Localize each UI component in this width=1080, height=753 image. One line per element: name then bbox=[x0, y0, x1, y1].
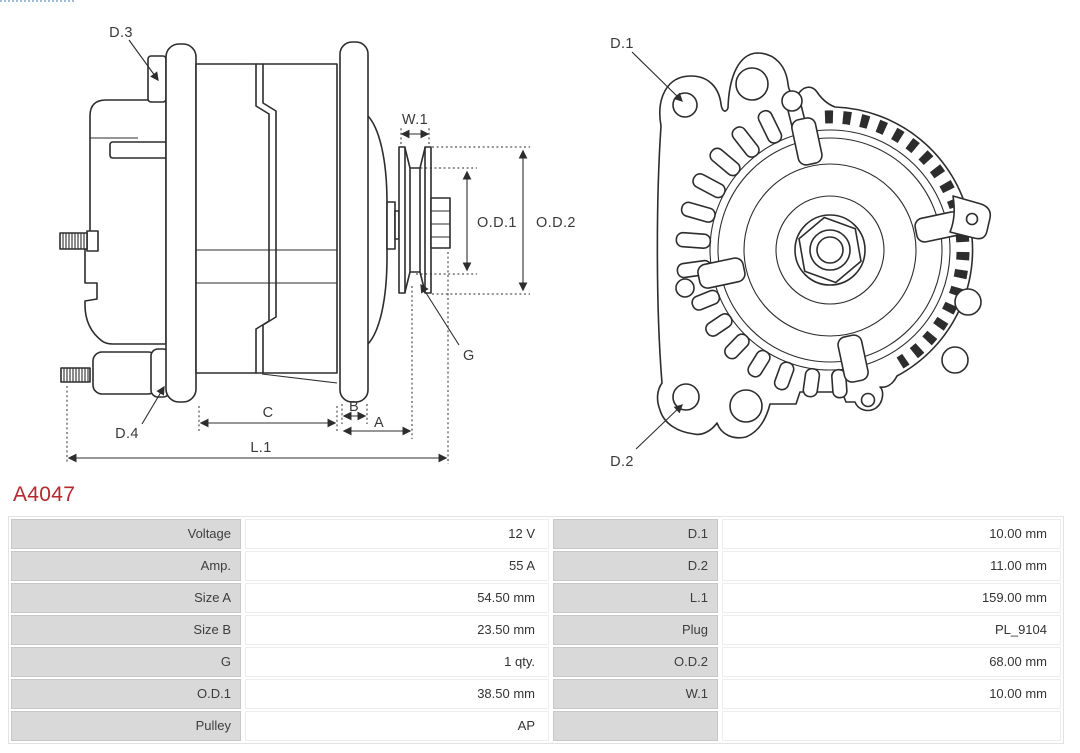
label-c: C bbox=[263, 405, 274, 421]
spec-label: D.1 bbox=[553, 519, 718, 549]
spec-label: Plug bbox=[553, 615, 718, 645]
spec-label: G bbox=[11, 647, 241, 677]
leader-d2 bbox=[635, 404, 683, 450]
spec-value: 55 A bbox=[245, 551, 549, 581]
spec-value: 159.00 mm bbox=[722, 583, 1061, 613]
pulley bbox=[398, 146, 432, 294]
label-w1: W.1 bbox=[402, 112, 428, 128]
spec-value: 54.50 mm bbox=[245, 583, 549, 613]
mounting-holes bbox=[672, 67, 876, 423]
spec-value: 1 qty. bbox=[245, 647, 549, 677]
spec-label: Pulley bbox=[11, 711, 241, 741]
label-g: G bbox=[463, 348, 475, 364]
label-d4: D.4 bbox=[115, 426, 139, 442]
spec-value bbox=[722, 711, 1061, 741]
part-number: A4047 bbox=[13, 483, 76, 506]
label-d1: D.1 bbox=[610, 36, 634, 52]
label-d3: D.3 bbox=[109, 25, 133, 41]
spec-value: 10.00 mm bbox=[722, 519, 1061, 549]
spec-label: Size B bbox=[11, 615, 241, 645]
rim-boss-upper bbox=[954, 288, 982, 316]
spec-label: L.1 bbox=[553, 583, 718, 613]
label-a: A bbox=[374, 415, 384, 431]
spec-label: Amp. bbox=[11, 551, 241, 581]
spec-value: 23.50 mm bbox=[245, 615, 549, 645]
top-edge-artifact bbox=[0, 0, 76, 2]
rear-bracket-flange bbox=[165, 43, 197, 403]
shaft-hex-nut bbox=[794, 214, 866, 286]
side-view-drawing: D.3 D.4 W.1 O.D.1 O.D.2 G C B A L.1 bbox=[59, 25, 576, 464]
rear-endcap bbox=[84, 99, 167, 345]
label-l1: L.1 bbox=[250, 440, 271, 456]
fan-spokes bbox=[697, 117, 963, 383]
label-d2: D.2 bbox=[610, 454, 634, 470]
spec-table: Voltage 12 V D.1 10.00 mm Amp. 55 A D.2 … bbox=[8, 516, 1064, 744]
spec-value: AP bbox=[245, 711, 549, 741]
terminal-stud-upper bbox=[86, 230, 99, 252]
rim-boss-lower bbox=[941, 346, 969, 374]
label-od2: O.D.2 bbox=[536, 215, 576, 231]
spec-label: Voltage bbox=[11, 519, 241, 549]
spec-value: 11.00 mm bbox=[722, 551, 1061, 581]
stator-body bbox=[195, 63, 338, 374]
front-view-drawing: D.1 D.2 bbox=[610, 36, 992, 470]
spec-value: 68.00 mm bbox=[722, 647, 1061, 677]
technical-drawing: D.3 D.4 W.1 O.D.1 O.D.2 G C B A L.1 bbox=[59, 25, 992, 470]
leader-g bbox=[420, 283, 460, 346]
label-b: B bbox=[349, 399, 359, 415]
spec-label: D.2 bbox=[553, 551, 718, 581]
front-bracket-nose bbox=[367, 115, 388, 345]
spec-label: Size A bbox=[11, 583, 241, 613]
front-bracket bbox=[339, 41, 369, 403]
spec-label: O.D.2 bbox=[553, 647, 718, 677]
spec-label: W.1 bbox=[553, 679, 718, 709]
label-od1: O.D.1 bbox=[477, 215, 517, 231]
spec-label bbox=[553, 711, 718, 741]
spec-value: 12 V bbox=[245, 519, 549, 549]
face-ring-outer bbox=[709, 129, 951, 371]
spec-value: 38.50 mm bbox=[245, 679, 549, 709]
leader-d1 bbox=[631, 51, 683, 102]
spec-value: PL_9104 bbox=[722, 615, 1061, 645]
spec-label: O.D.1 bbox=[11, 679, 241, 709]
shaft bbox=[386, 201, 396, 250]
vent-slots bbox=[675, 99, 848, 399]
shaft-nut bbox=[430, 197, 451, 249]
leader-d3 bbox=[128, 39, 159, 82]
spec-value: 10.00 mm bbox=[722, 679, 1061, 709]
mounting-lug-bottom bbox=[92, 351, 158, 395]
leader-d4 bbox=[141, 385, 165, 425]
